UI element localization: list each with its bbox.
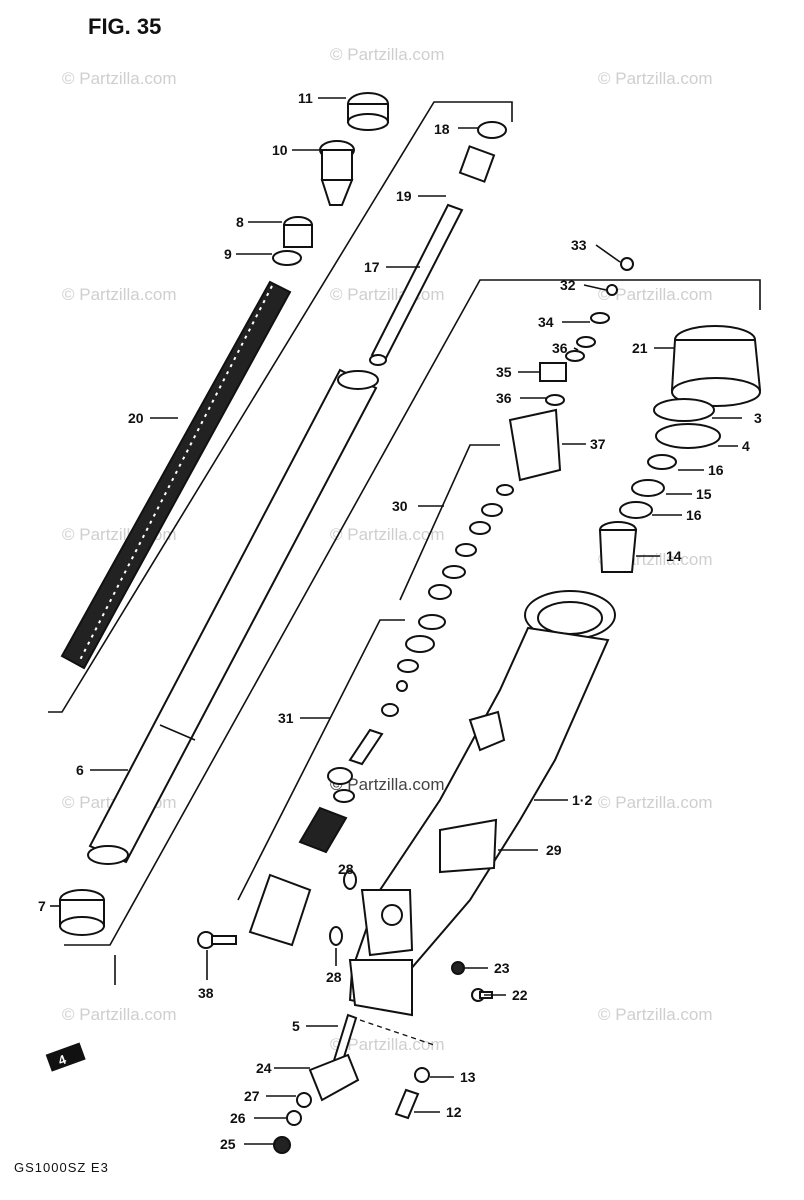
dust-seal-7 [59,889,105,936]
figure-title: FIG. 35 [88,14,162,39]
bushing-14 [598,521,638,573]
washer-13 [414,1067,430,1083]
callout-1-2: 1·2 [572,792,592,808]
spacer-8 [283,216,313,248]
nut-25 [273,1136,291,1154]
washer-28 [343,870,357,890]
model-code: GS1000SZ E3 [14,1160,109,1175]
watermark-text: © Partzilla.com [330,285,445,304]
washer-9 [272,250,302,266]
fork-spring-20 [60,280,292,670]
callout-24: 24 [256,1060,272,1076]
callout-12: 12 [446,1104,462,1120]
callout-16: 16 [708,462,724,478]
watermark-text: © Partzilla.com [330,1035,445,1054]
callout-30: 30 [392,498,408,514]
callout-7: 7 [38,898,46,914]
watermark-text: © Partzilla.com [62,1005,177,1024]
callout-25: 25 [220,1136,236,1152]
fork-boot-21 [670,325,762,407]
callout-11: 11 [298,90,313,106]
damper-rod-17 [369,121,507,366]
inner-tube-6 [87,368,379,865]
axle-holder-24 [308,1053,360,1102]
callout-4: 4 [742,438,750,454]
callout-33: 33 [571,237,587,253]
ring-15 [631,479,665,497]
watermark-text: © Partzilla.com [62,69,177,88]
callout-31: 31 [278,710,294,726]
ring-18 [477,121,507,139]
callout-36: 36 [552,340,568,356]
nut-23 [451,961,465,975]
callout-27: 27 [244,1088,260,1104]
watermark-text: © Partzilla.com [62,285,177,304]
callout-8: 8 [236,214,244,230]
callout-28: 28 [338,861,354,877]
assembly-brackets [48,101,761,1046]
callout-32: 32 [560,277,576,293]
watermark-text: © Partzilla.com [598,1005,713,1024]
ring-16b [619,501,653,519]
callout-22: 22 [512,987,528,1003]
washer-28b [329,926,343,946]
callout-9: 9 [224,246,232,262]
callout-23: 23 [494,960,510,976]
bolt-38 [197,931,237,949]
oil-seal-3 [653,398,715,422]
callout-36b: 36 [496,390,512,406]
outer-tube-1-2 [348,590,616,1017]
fork-cap-11 [347,92,389,131]
callout-labels: 11 10 8 9 18 19 17 20 33 32 21 34 36 35 … [38,90,762,1152]
callout-18: 18 [434,121,450,137]
callout-34: 34 [538,314,554,330]
ring-16 [647,454,677,470]
callout-5: 5 [292,1018,300,1034]
corner-mark: 4 [45,1042,86,1072]
callout-6: 6 [76,762,84,778]
valve-assembly-30 [428,257,634,600]
callout-13: 13 [460,1069,476,1085]
callout-17: 17 [364,259,380,275]
fork-bolt-10 [319,140,355,206]
callout-3: 3 [754,410,762,426]
callout-20: 20 [128,410,144,426]
valve-assembly-31 [248,614,446,947]
callout-35: 35 [496,364,512,380]
callout-19: 19 [396,188,412,204]
watermark-text: © Partzilla.com [330,775,445,794]
ring-4 [655,423,721,449]
callout-29: 29 [546,842,562,858]
callout-21: 21 [632,340,648,356]
callout-10: 10 [272,142,288,158]
callout-38: 38 [198,985,214,1001]
washer-26 [286,1110,302,1126]
watermark-text: © Partzilla.com [330,45,445,64]
bolt-12 [394,1088,420,1120]
leader-lines [50,97,742,1145]
callout-37: 37 [590,436,606,452]
watermark-text: © Partzilla.com [598,69,713,88]
washer-27 [296,1092,312,1108]
callout-26: 26 [230,1110,246,1126]
rod-top-19 [458,145,496,183]
callout-28b: 28 [326,969,342,985]
watermark-text: © Partzilla.com [598,793,713,812]
callout-15: 15 [696,486,712,502]
watermark-text: © Partzilla.com [330,525,445,544]
callout-16b: 16 [686,507,702,523]
watermark-text: © Partzilla.com [598,285,713,304]
callout-14: 14 [666,548,682,564]
